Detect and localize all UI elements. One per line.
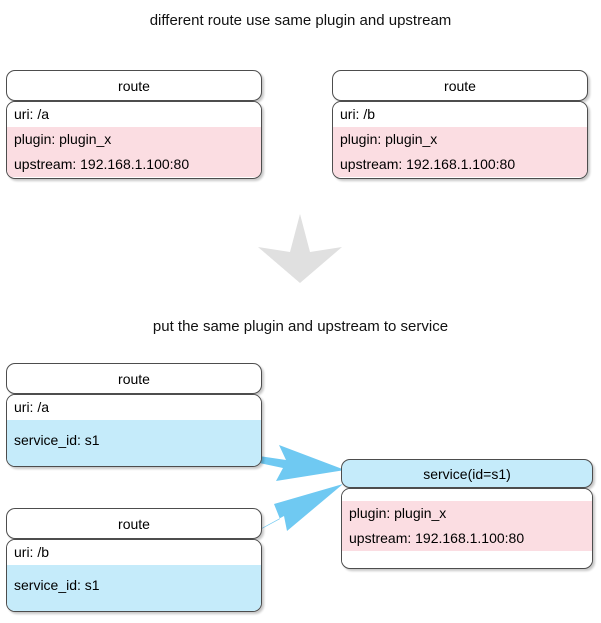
route-node-body: uri: /b service_id: s1 — [6, 539, 262, 612]
service-row-upstream: upstream: 192.168.1.100:80 — [342, 526, 592, 551]
route-row-uri: uri: /a — [7, 102, 261, 127]
route-row-spacer — [7, 420, 261, 428]
service-node[interactable]: service(id=s1) plugin: plugin_x upstream… — [341, 459, 593, 569]
route-row-plugin: plugin: plugin_x — [7, 127, 261, 152]
route-node-header: route — [6, 363, 262, 394]
route-row-uri: uri: /a — [7, 395, 261, 420]
route-node-body: uri: /a plugin: plugin_x upstream: 192.1… — [6, 101, 262, 179]
service-node-header: service(id=s1) — [341, 459, 593, 488]
route-row-service-id: service_id: s1 — [7, 573, 261, 611]
route-node-bottom-b[interactable]: route uri: /b service_id: s1 — [6, 508, 262, 613]
service-node-body: plugin: plugin_x upstream: 192.168.1.100… — [341, 488, 593, 569]
top-section-caption: different route use same plugin and upst… — [149, 12, 452, 29]
route-row-upstream: upstream: 192.168.1.100:80 — [7, 152, 261, 177]
route-node-header: route — [332, 70, 588, 101]
route-node-bottom-a[interactable]: route uri: /a service_id: s1 — [6, 363, 262, 468]
route-row-plugin: plugin: plugin_x — [333, 127, 587, 152]
service-row-spacer-top — [342, 489, 592, 501]
route-node-header: route — [6, 70, 262, 101]
route-node-body: uri: /a service_id: s1 — [6, 394, 262, 467]
route-row-spacer — [7, 565, 261, 573]
route-node-top-b[interactable]: route uri: /b plugin: plugin_x upstream:… — [332, 70, 588, 180]
route-row-uri: uri: /b — [333, 102, 587, 127]
service-row-spacer-bottom — [342, 551, 592, 563]
route-node-top-a[interactable]: route uri: /a plugin: plugin_x upstream:… — [6, 70, 262, 180]
transform-down-arrow — [258, 214, 342, 283]
service-row-plugin: plugin: plugin_x — [342, 501, 592, 526]
route-node-body: uri: /b plugin: plugin_x upstream: 192.1… — [332, 101, 588, 179]
route-node-header: route — [6, 508, 262, 539]
route-row-uri: uri: /b — [7, 540, 261, 565]
bottom-section-caption: put the same plugin and upstream to serv… — [152, 318, 449, 335]
route-row-upstream: upstream: 192.168.1.100:80 — [333, 152, 587, 177]
route-row-service-id: service_id: s1 — [7, 428, 261, 466]
